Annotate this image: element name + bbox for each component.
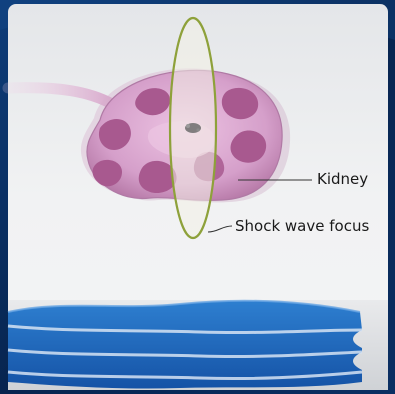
shock-wave-focus-label: Shock wave focus: [235, 219, 369, 234]
kidney-label: Kidney: [317, 172, 368, 187]
water-cushion: [8, 301, 362, 389]
shock-wave-focus: [170, 18, 216, 238]
